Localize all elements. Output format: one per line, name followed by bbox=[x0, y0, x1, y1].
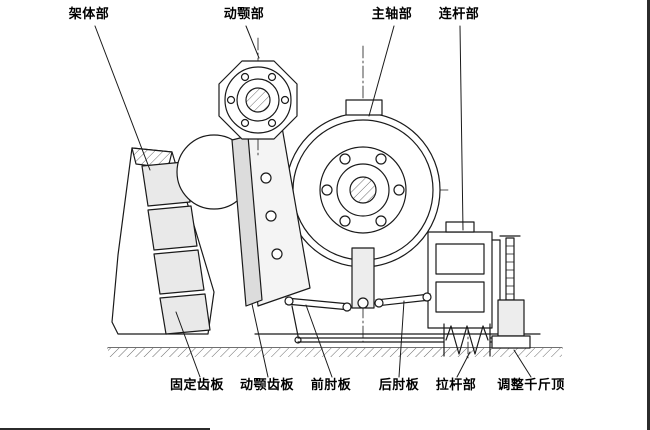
suspension-bearing-drawing bbox=[218, 37, 298, 156]
label-fixed-tooth-plate: 固定齿板 bbox=[169, 378, 225, 393]
leader-fixed-tooth-plate bbox=[175, 311, 201, 378]
label-rear-toggle-plate: 后肘板 bbox=[378, 378, 420, 393]
label-tie-rod-assembly: 拉杆部 bbox=[435, 378, 477, 393]
label-frame-assembly: 架体部 bbox=[68, 7, 110, 22]
connecting-rod-lower-drawing bbox=[351, 247, 375, 309]
label-connecting-rod-assembly: 连杆部 bbox=[438, 7, 480, 22]
leader-lines bbox=[94, 25, 532, 378]
frame-assembly-drawing bbox=[111, 147, 215, 335]
ground-base bbox=[107, 333, 563, 357]
leader-adjusting-jack bbox=[513, 349, 532, 378]
leader-main-shaft-assembly bbox=[368, 25, 395, 117]
leader-movable-jaw-assembly bbox=[245, 25, 260, 59]
leader-rear-toggle-plate bbox=[398, 300, 405, 378]
leader-frame-assembly bbox=[94, 25, 151, 171]
fixed-tooth-plate-block bbox=[159, 293, 211, 335]
front-toggle-plate-drawing bbox=[285, 297, 351, 305]
label-front-toggle-plate: 前肘板 bbox=[310, 378, 352, 393]
label-main-shaft-assembly: 主轴部 bbox=[371, 7, 413, 22]
movable-jaw-drawing bbox=[231, 126, 311, 337]
leader-tie-rod-assembly bbox=[456, 351, 471, 378]
rear-toggle-plate-drawing bbox=[375, 293, 431, 301]
main-shaft-flywheel-drawing bbox=[279, 45, 449, 343]
toggle-plates-drawing bbox=[284, 292, 432, 312]
leader-front-toggle-plate bbox=[305, 304, 333, 378]
fixed-tooth-plate-block bbox=[153, 249, 205, 295]
leader-connecting-rod-assembly bbox=[459, 25, 464, 231]
label-adjusting-jack: 调整千斤顶 bbox=[497, 378, 565, 393]
label-movable-jaw-tooth-plate: 动颚齿板 bbox=[239, 378, 295, 393]
label-movable-jaw-assembly: 动颚部 bbox=[223, 7, 265, 22]
scan-artifact-bottom-edge bbox=[0, 428, 210, 430]
adjusting-jack-drawing bbox=[491, 235, 531, 349]
tie-rod-spring-drawing bbox=[294, 323, 499, 357]
adjustment-seat-drawing bbox=[427, 221, 501, 359]
scan-artifact-right-edge bbox=[647, 0, 650, 430]
leader-movable-jaw-tooth-plate bbox=[251, 303, 269, 378]
fixed-tooth-plate-block bbox=[147, 205, 198, 251]
